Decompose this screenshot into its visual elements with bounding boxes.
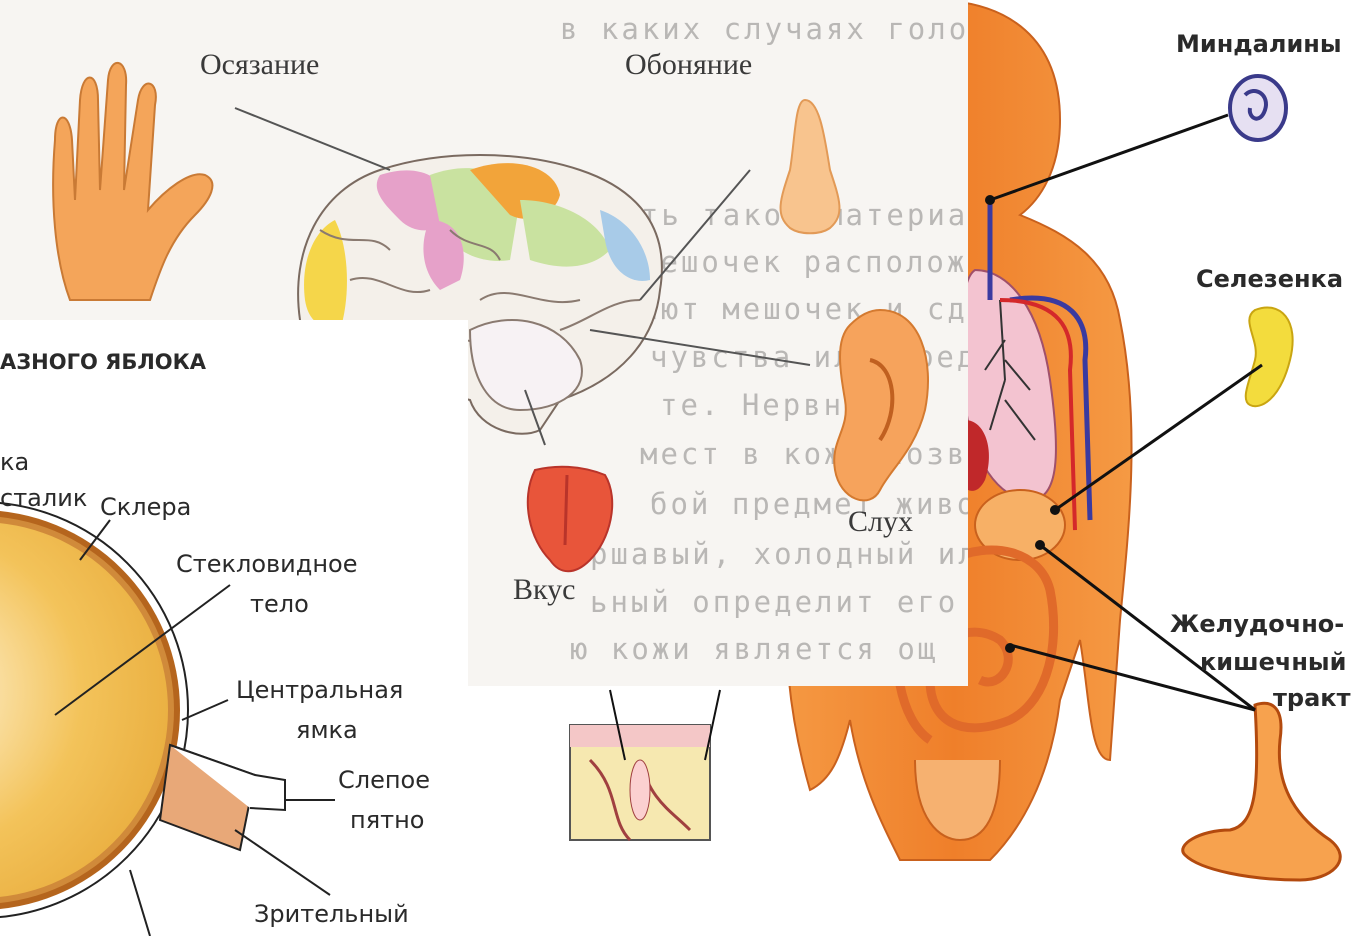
eyeball-illustration — [0, 320, 468, 936]
label-fragment-top: ка — [0, 448, 29, 476]
hearing-label: Слух — [848, 505, 913, 539]
gi-tract-label-line1: Желудочно- — [1170, 610, 1344, 638]
vitreous-label-line2: тело — [250, 590, 309, 618]
hand-illustration — [53, 63, 212, 300]
sclera-label: Склера — [100, 493, 191, 521]
fovea-label-line1: Центральная — [236, 676, 403, 704]
taste-label: Вкус — [513, 573, 575, 607]
optic-nerve-label: Зрительный — [254, 900, 409, 928]
tongue-illustration — [528, 467, 612, 572]
stomach-illustration — [1183, 703, 1340, 880]
touch-label: Осязание — [200, 48, 319, 82]
lens-label-fragment: сталик — [0, 484, 87, 512]
tonsils-label: Миндалины — [1176, 30, 1342, 58]
skin-section-illustration — [570, 690, 720, 840]
gi-tract-label-line2: кишечный — [1200, 648, 1346, 676]
fovea-label-line2: ямка — [296, 716, 358, 744]
blind-spot-label-line1: Слепое — [338, 766, 430, 794]
vitreous-label-line1: Стекловидное — [176, 550, 358, 578]
nose-illustration — [781, 100, 840, 233]
gi-tract-label-line3: тракт — [1273, 684, 1350, 712]
eye-title-fragment: АЗНОГО ЯБЛОКА — [0, 350, 206, 374]
blind-spot-label-line2: пятно — [350, 806, 424, 834]
smell-label: Обоняние — [625, 48, 752, 82]
tonsils-illustration — [1230, 76, 1286, 140]
spleen-illustration — [1246, 307, 1293, 406]
ear-illustration — [834, 310, 928, 500]
spleen-label: Селезенка — [1196, 265, 1343, 293]
eyeball-panel: АЗНОГО ЯБЛОКА ка сталик Склера Стекловид… — [0, 320, 468, 936]
